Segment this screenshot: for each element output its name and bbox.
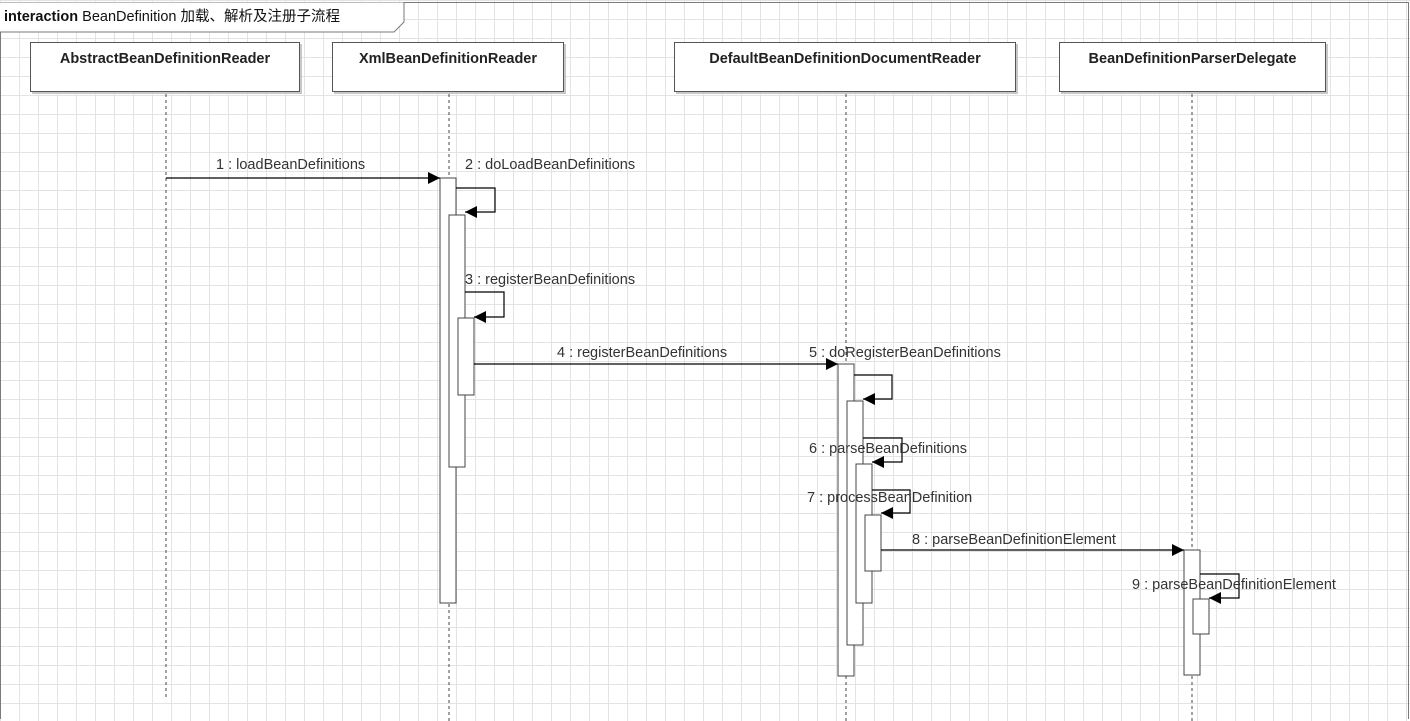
frame-title-text: BeanDefinition 加载、解析及注册子流程 [82, 9, 340, 25]
lifeline-name: XmlBeanDefinitionReader [358, 50, 538, 67]
message-label-3: 3 : registerBeanDefinitions [465, 272, 635, 288]
activation-bar [457, 317, 475, 396]
message-label-1: 1 : loadBeanDefinitions [216, 157, 365, 173]
message-label-5: 5 : doRegisterBeanDefinitions [809, 345, 1001, 361]
message-arrow-3 [465, 291, 505, 323]
message-arrow-5 [854, 374, 893, 405]
activation-bar [864, 514, 882, 572]
frame-title: interaction BeanDefinition 加载、解析及注册子流程 [4, 5, 340, 26]
frame-keyword: interaction [4, 9, 79, 25]
lifeline-abstract-bean-definition-reader[interactable]: AbstractBeanDefinitionReader [30, 42, 300, 92]
message-label-9: 9 : parseBeanDefinitionElement [1132, 577, 1336, 593]
message-label-6: 6 : parseBeanDefinitions [809, 441, 967, 457]
message-label-2: 2 : doLoadBeanDefinitions [465, 157, 635, 173]
lifeline-name: AbstractBeanDefinitionReader [59, 50, 271, 67]
lifeline-bean-definition-parser-delegate[interactable]: BeanDefinitionParserDelegate [1059, 42, 1326, 92]
message-arrow-6 [863, 437, 903, 468]
message-label-4: 4 : registerBeanDefinitions [557, 345, 727, 361]
frame-title-tab [0, 2, 405, 33]
lifeline-default-bean-definition-document-reader[interactable]: DefaultBeanDefinitionDocumentReader [674, 42, 1016, 92]
activation-bar [1192, 598, 1210, 635]
lifeline-name: BeanDefinitionParserDelegate [1088, 50, 1297, 67]
lifeline-name: DefaultBeanDefinitionDocumentReader [709, 50, 981, 67]
message-arrow-9 [1200, 573, 1240, 604]
message-arrow-7 [872, 489, 911, 519]
lifeline-xml-bean-definition-reader[interactable]: XmlBeanDefinitionReader [332, 42, 564, 92]
message-label-8: 8 : parseBeanDefinitionElement [912, 532, 1116, 548]
message-label-7: 7 : processBeanDefinition [807, 490, 972, 506]
message-arrow-2 [456, 187, 496, 218]
